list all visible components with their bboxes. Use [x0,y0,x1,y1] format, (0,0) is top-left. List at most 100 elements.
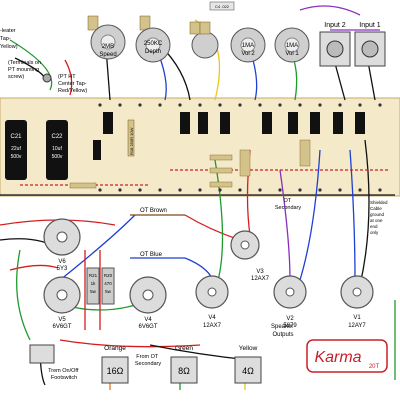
pot-vol-1[interactable]: 1MA Vol 1 [274,27,310,63]
heater-line-1: -leater [0,28,16,34]
pot-value: 2MB [102,44,114,50]
shielded-line-2: Cable [370,206,382,211]
resistor-r20: R20 470 5w [101,267,115,305]
ot-sec-line-2: Secondary [275,205,302,211]
cap-value-1: 10uf [52,146,62,152]
r21-val: 1k [91,281,97,286]
ot-sec-line-1: OT [283,198,291,204]
speaker-jack-16[interactable]: Orange 16Ω [101,345,129,384]
tone-cap-group [189,21,219,59]
tube-type: 6V6GT [138,324,157,330]
r21-watt: 5w [90,289,97,294]
tube-name: V3 [256,269,264,275]
from-ot-note: From OT Secondary [135,354,162,367]
tube-socket-v1: V1 12AY7 [340,275,374,329]
tube-type: 12AX7 [203,323,222,329]
heater-line-2: Tap- [0,36,11,42]
cap-value-2: 500v [11,154,22,160]
pot-value: 1MA [286,43,298,49]
pt-ht-line-2: Center Tap- [58,81,87,87]
shielded-line-5: end [370,224,378,229]
pot-name: Vol 2 [241,51,255,57]
karma-logo: Karma 20T [306,339,388,373]
pot-name: Depth [145,49,161,55]
input-label: Input 1 [359,22,381,29]
r20-val: 470 [104,281,112,286]
spk-line-1: Speaker [271,324,293,330]
terminals-note: (Terminals on PT mounting screw) [8,60,43,80]
pot-top-label: C4 .022 [215,4,230,9]
tube-name: V5 [58,317,66,323]
cap-value-1: 22uf [11,146,21,152]
r21-name: R21 [89,273,98,278]
tube-type: 5879 [283,323,297,329]
tube-type: 12AY7 [348,323,366,329]
brand-name: Karma [314,349,361,366]
pt-ht-note: (PT HT Center Tap- Red/Yellow) [58,74,88,94]
tap-color-name: Orange [104,345,126,352]
turret-dots [98,103,382,192]
tube-socket-v6: V6 5Y3 [43,218,81,272]
shielded-line-6: only [370,230,379,235]
trem-line-2: Footswitch [51,375,77,381]
tube-socket-v2: V2 5879 [273,275,307,329]
speaker-outputs-note: Speaker Outputs [271,324,295,338]
cap-value-2: 500v [52,154,63,160]
tube-name: V2 [286,316,294,322]
tube-socket-v4-preamp: V4 12AX7 [195,275,229,329]
tube-socket-v3: V3 12AX7 [230,230,270,282]
tap-value: 8Ω [178,366,190,376]
ot-blue-label: OT Blue [140,252,163,258]
r20-name: R20 [104,273,113,278]
trem-note: Trem On/Off Footswitch [48,368,80,381]
shielded-line-3: ground [370,212,385,217]
pt-ht-line-3: Red/Yellow) [58,88,87,94]
pot-vol-2[interactable]: C4 .022 1MA Vol 2 [209,1,266,63]
terminals-line-3: screw) [8,74,24,80]
heater-note: -leater Tap- Yellow) [0,28,18,50]
input-jack-1[interactable]: Input 1 [354,22,386,67]
cap-name: C21 [10,134,22,140]
trem-line-1: Trem On/Off [48,368,79,374]
ot-brown-label: OT Brown [140,208,167,214]
tube-name: V6 [58,259,66,265]
speaker-jack-8[interactable]: Green 8Ω [170,345,198,384]
tube-type: 12AX7 [251,276,270,282]
input-jack-2[interactable]: Input 2 [319,22,351,67]
spk-line-2: Outputs [272,332,293,338]
tube-socket-v5: V5 6V6GT [43,276,81,330]
tap-color-name: Yellow [239,345,258,352]
tap-value: 16Ω [107,366,124,376]
tube-name: V4 [208,315,216,321]
tube-socket-v4-power: V4 6V6GT [129,276,167,330]
tube-name: V1 [353,315,361,321]
shielded-note: Shielded Cable ground at one end only [370,200,389,235]
pot-name: Speed [99,52,116,58]
resistor-r21: R21 1k 5w [86,267,100,305]
ot-secondary-note: OT Secondary [275,198,302,211]
speaker-jack-4[interactable]: Yellow 4Ω [234,345,262,384]
pot-value: 250KC [144,41,163,47]
tube-type: 6V6GT [52,324,71,330]
input-label: Input 2 [324,22,346,29]
pt-ground-lug [42,73,52,83]
pot-value: 1MA [242,43,254,49]
shielded-line-1: Shielded [370,200,388,205]
tap-value: 4Ω [242,366,254,376]
pot-speed[interactable]: 2MB Speed [87,15,126,60]
r20-watt: 5w [105,289,112,294]
board-components: R18 250R 10W [69,112,365,189]
pt-ht-line-1: (PT HT [58,74,76,80]
shielded-line-4: at one [370,218,383,223]
tube-type: 5Y3 [57,266,68,272]
tap-color-name: Green [175,345,193,352]
brand-model: 20T [369,364,380,370]
trem-footswitch-jack[interactable]: Trem On/Off Footswitch [29,344,80,381]
tube-name: V4 [144,317,152,323]
terminals-line-2: PT mounting [8,67,39,73]
cap-name: C22 [51,134,63,140]
from-ot-line-2: Secondary [135,361,162,367]
pot-depth[interactable]: 250KC Depth [135,15,171,63]
